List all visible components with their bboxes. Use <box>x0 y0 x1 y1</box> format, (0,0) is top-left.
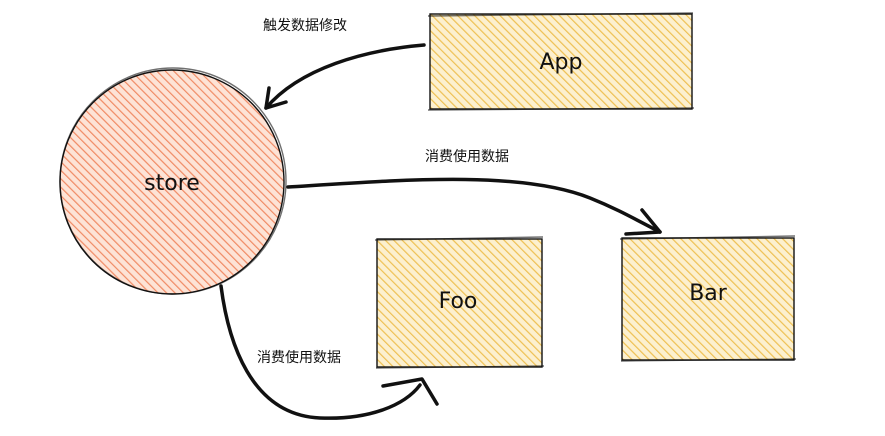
arrowhead-store-to-foo <box>381 377 439 406</box>
app-node: App <box>427 12 695 111</box>
arrow-store-to-bar <box>286 177 662 234</box>
label-store-to-foo: 消费使用数据 <box>257 349 341 366</box>
app-label: App <box>540 50 583 75</box>
edge-store-to-bar: 消费使用数据 <box>286 148 662 236</box>
bar-node: Bar <box>619 235 797 362</box>
store-label: store <box>144 171 200 196</box>
arrow-store-to-foo <box>219 284 422 420</box>
arrowhead-app-to-store <box>264 86 288 110</box>
store-node: store <box>59 67 287 295</box>
edge-app-to-store: 触发数据修改 <box>263 18 426 110</box>
label-app-to-store: 触发数据修改 <box>263 18 347 34</box>
arrowhead-store-to-bar <box>624 208 662 236</box>
bar-label: Bar <box>689 281 728 306</box>
label-store-to-bar: 消费使用数据 <box>425 148 509 165</box>
arrow-app-to-store <box>264 43 426 110</box>
foo-node: Foo <box>374 236 545 369</box>
foo-label: Foo <box>439 289 478 314</box>
edge-store-to-foo: 消费使用数据 <box>219 284 439 420</box>
